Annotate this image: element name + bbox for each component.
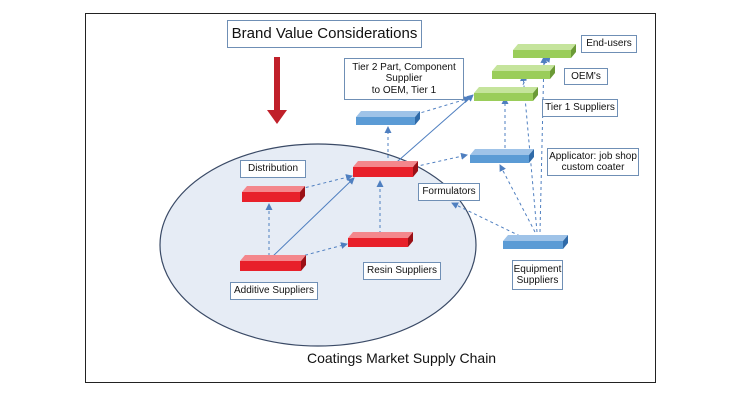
label-formulators: Formulators <box>418 183 480 201</box>
label-resin: Resin Suppliers <box>363 262 441 280</box>
block-resin <box>348 232 413 247</box>
block-tier2 <box>356 111 420 125</box>
block-tier1 <box>474 87 538 101</box>
market-ellipse <box>159 143 477 347</box>
block-end-users <box>513 44 576 58</box>
block-applicator <box>470 149 534 163</box>
label-tier2: Tier 2 Part, Component Supplier to OEM, … <box>344 58 464 100</box>
block-formulators <box>353 161 418 177</box>
label-applicator: Applicator: job shop custom coater <box>547 148 639 176</box>
label-oems: OEM's <box>564 68 608 85</box>
block-distribution <box>242 186 305 202</box>
label-end-users: End-users <box>581 35 637 53</box>
label-tier1: Tier 1 Suppliers <box>542 99 618 117</box>
diagram-frame <box>85 13 656 383</box>
block-oems <box>492 65 555 79</box>
connectors <box>265 55 551 264</box>
title-box: Brand Value Considerations <box>227 20 422 48</box>
label-additive: Additive Suppliers <box>230 282 318 300</box>
diagram-caption: Coatings Market Supply Chain <box>307 350 497 366</box>
block-equipment <box>503 235 568 249</box>
block-additive <box>240 255 306 271</box>
brand-value-arrow <box>267 57 287 124</box>
label-distribution: Distribution <box>240 160 306 178</box>
label-equipment: Equipment Suppliers <box>512 260 563 290</box>
